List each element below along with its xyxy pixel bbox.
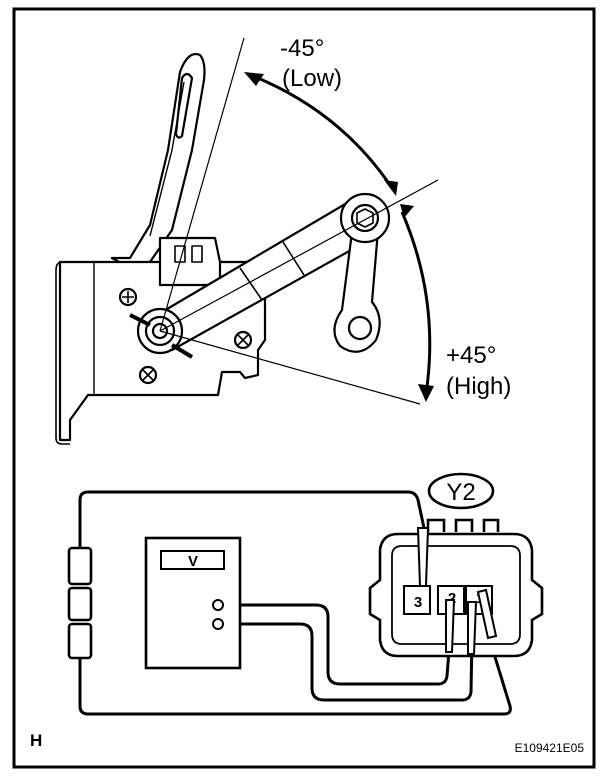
battery-cell — [67, 622, 93, 660]
mounting-screw — [138, 365, 158, 385]
voltmeter: V — [144, 536, 242, 670]
connector-name: Y2 — [446, 479, 475, 506]
meter-lead-negative — [222, 622, 474, 702]
voltmeter-terminal-positive — [212, 599, 224, 611]
high-angle-label: (High) — [446, 373, 511, 400]
connector-badge: Y2 — [427, 472, 495, 510]
voltmeter-label: V — [188, 553, 198, 570]
voltmeter-terminal-negative — [212, 618, 224, 630]
battery-stack — [67, 546, 93, 660]
angle-reference-lines — [159, 37, 439, 405]
mounting-screw — [118, 287, 138, 307]
figure-code: E109421E05 — [515, 741, 585, 755]
pin-number: 3 — [414, 594, 422, 611]
pin-cavity — [403, 585, 431, 615]
meter-lead-positive — [222, 603, 452, 686]
mounting-screw — [233, 330, 253, 350]
angle-arc-low — [247, 72, 394, 189]
probe-pin-3 — [416, 527, 430, 587]
angle-arc-high — [400, 211, 432, 395]
bracket-slot — [174, 72, 194, 139]
view-letter: H — [30, 731, 42, 750]
battery-cell — [67, 586, 93, 622]
height-control-sensor — [55, 53, 391, 445]
sensor-housing — [158, 236, 222, 287]
probe-pin-1 — [476, 588, 498, 640]
ball-joint — [339, 192, 391, 244]
probe-pin-1-lead — [467, 601, 478, 655]
high-angle-value: +45° — [446, 342, 496, 369]
low-angle-label: (Low) — [282, 65, 342, 92]
wire-to-pin-3 — [78, 490, 426, 550]
voltmeter-display — [160, 550, 225, 570]
wire-to-pin-1 — [78, 632, 512, 716]
low-angle-value: -45° — [280, 35, 324, 62]
figure-border — [12, 7, 596, 769]
test-circuit — [78, 490, 512, 716]
angle-arrowheads — [244, 72, 434, 402]
connector — [368, 518, 544, 658]
test-probes — [416, 527, 498, 655]
probe-pin-2 — [445, 599, 456, 653]
battery-cell — [67, 546, 93, 586]
pin-number: 2 — [448, 590, 456, 607]
